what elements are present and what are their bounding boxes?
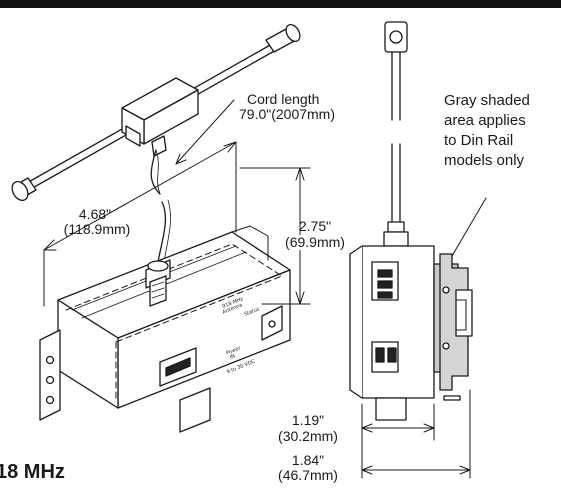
width-inches-label: 4.68": [78, 206, 112, 222]
din-note-line-3: to Din Rail: [444, 132, 514, 149]
depth-rail-mm-label: (46.7mm): [278, 467, 338, 483]
height-inches-label: 2.75": [298, 218, 332, 234]
height-mm-label: (69.9mm): [274, 235, 356, 250]
depth-rail-inches-label: 1.84": [291, 452, 325, 468]
din-note-line-4: models only: [444, 152, 525, 169]
cord-length-leader: [175, 99, 235, 165]
dim-depth: [361, 389, 471, 479]
antenna-cord: [150, 149, 161, 195]
antenna-base: [121, 77, 199, 157]
dim-width: [43, 141, 237, 307]
width-mm-label: (118.9mm): [63, 221, 131, 237]
depth-inches-label: 1.19": [291, 412, 325, 428]
din-note-line-1: Gray shaded: [444, 92, 530, 109]
depth-mm-label: (30.2mm): [278, 428, 338, 444]
din-note-line-2: area applies: [444, 112, 526, 129]
side-enclosure: [349, 245, 435, 421]
antenna-cord-lower: [157, 201, 166, 263]
frequency-caption: 18 MHz: [0, 461, 65, 483]
cord-length-label-1: Cord length: [247, 91, 320, 107]
top-bar: [0, 0, 561, 8]
antenna-connector: [145, 259, 171, 307]
din-rail-shaded: [433, 253, 473, 401]
side-antenna: [383, 21, 409, 247]
left-mount-bracket: [39, 329, 61, 421]
enclosure-isometric: [57, 231, 291, 433]
cord-length-label-2: 79.0"(2007mm): [239, 106, 336, 122]
note-leader: [451, 197, 487, 257]
